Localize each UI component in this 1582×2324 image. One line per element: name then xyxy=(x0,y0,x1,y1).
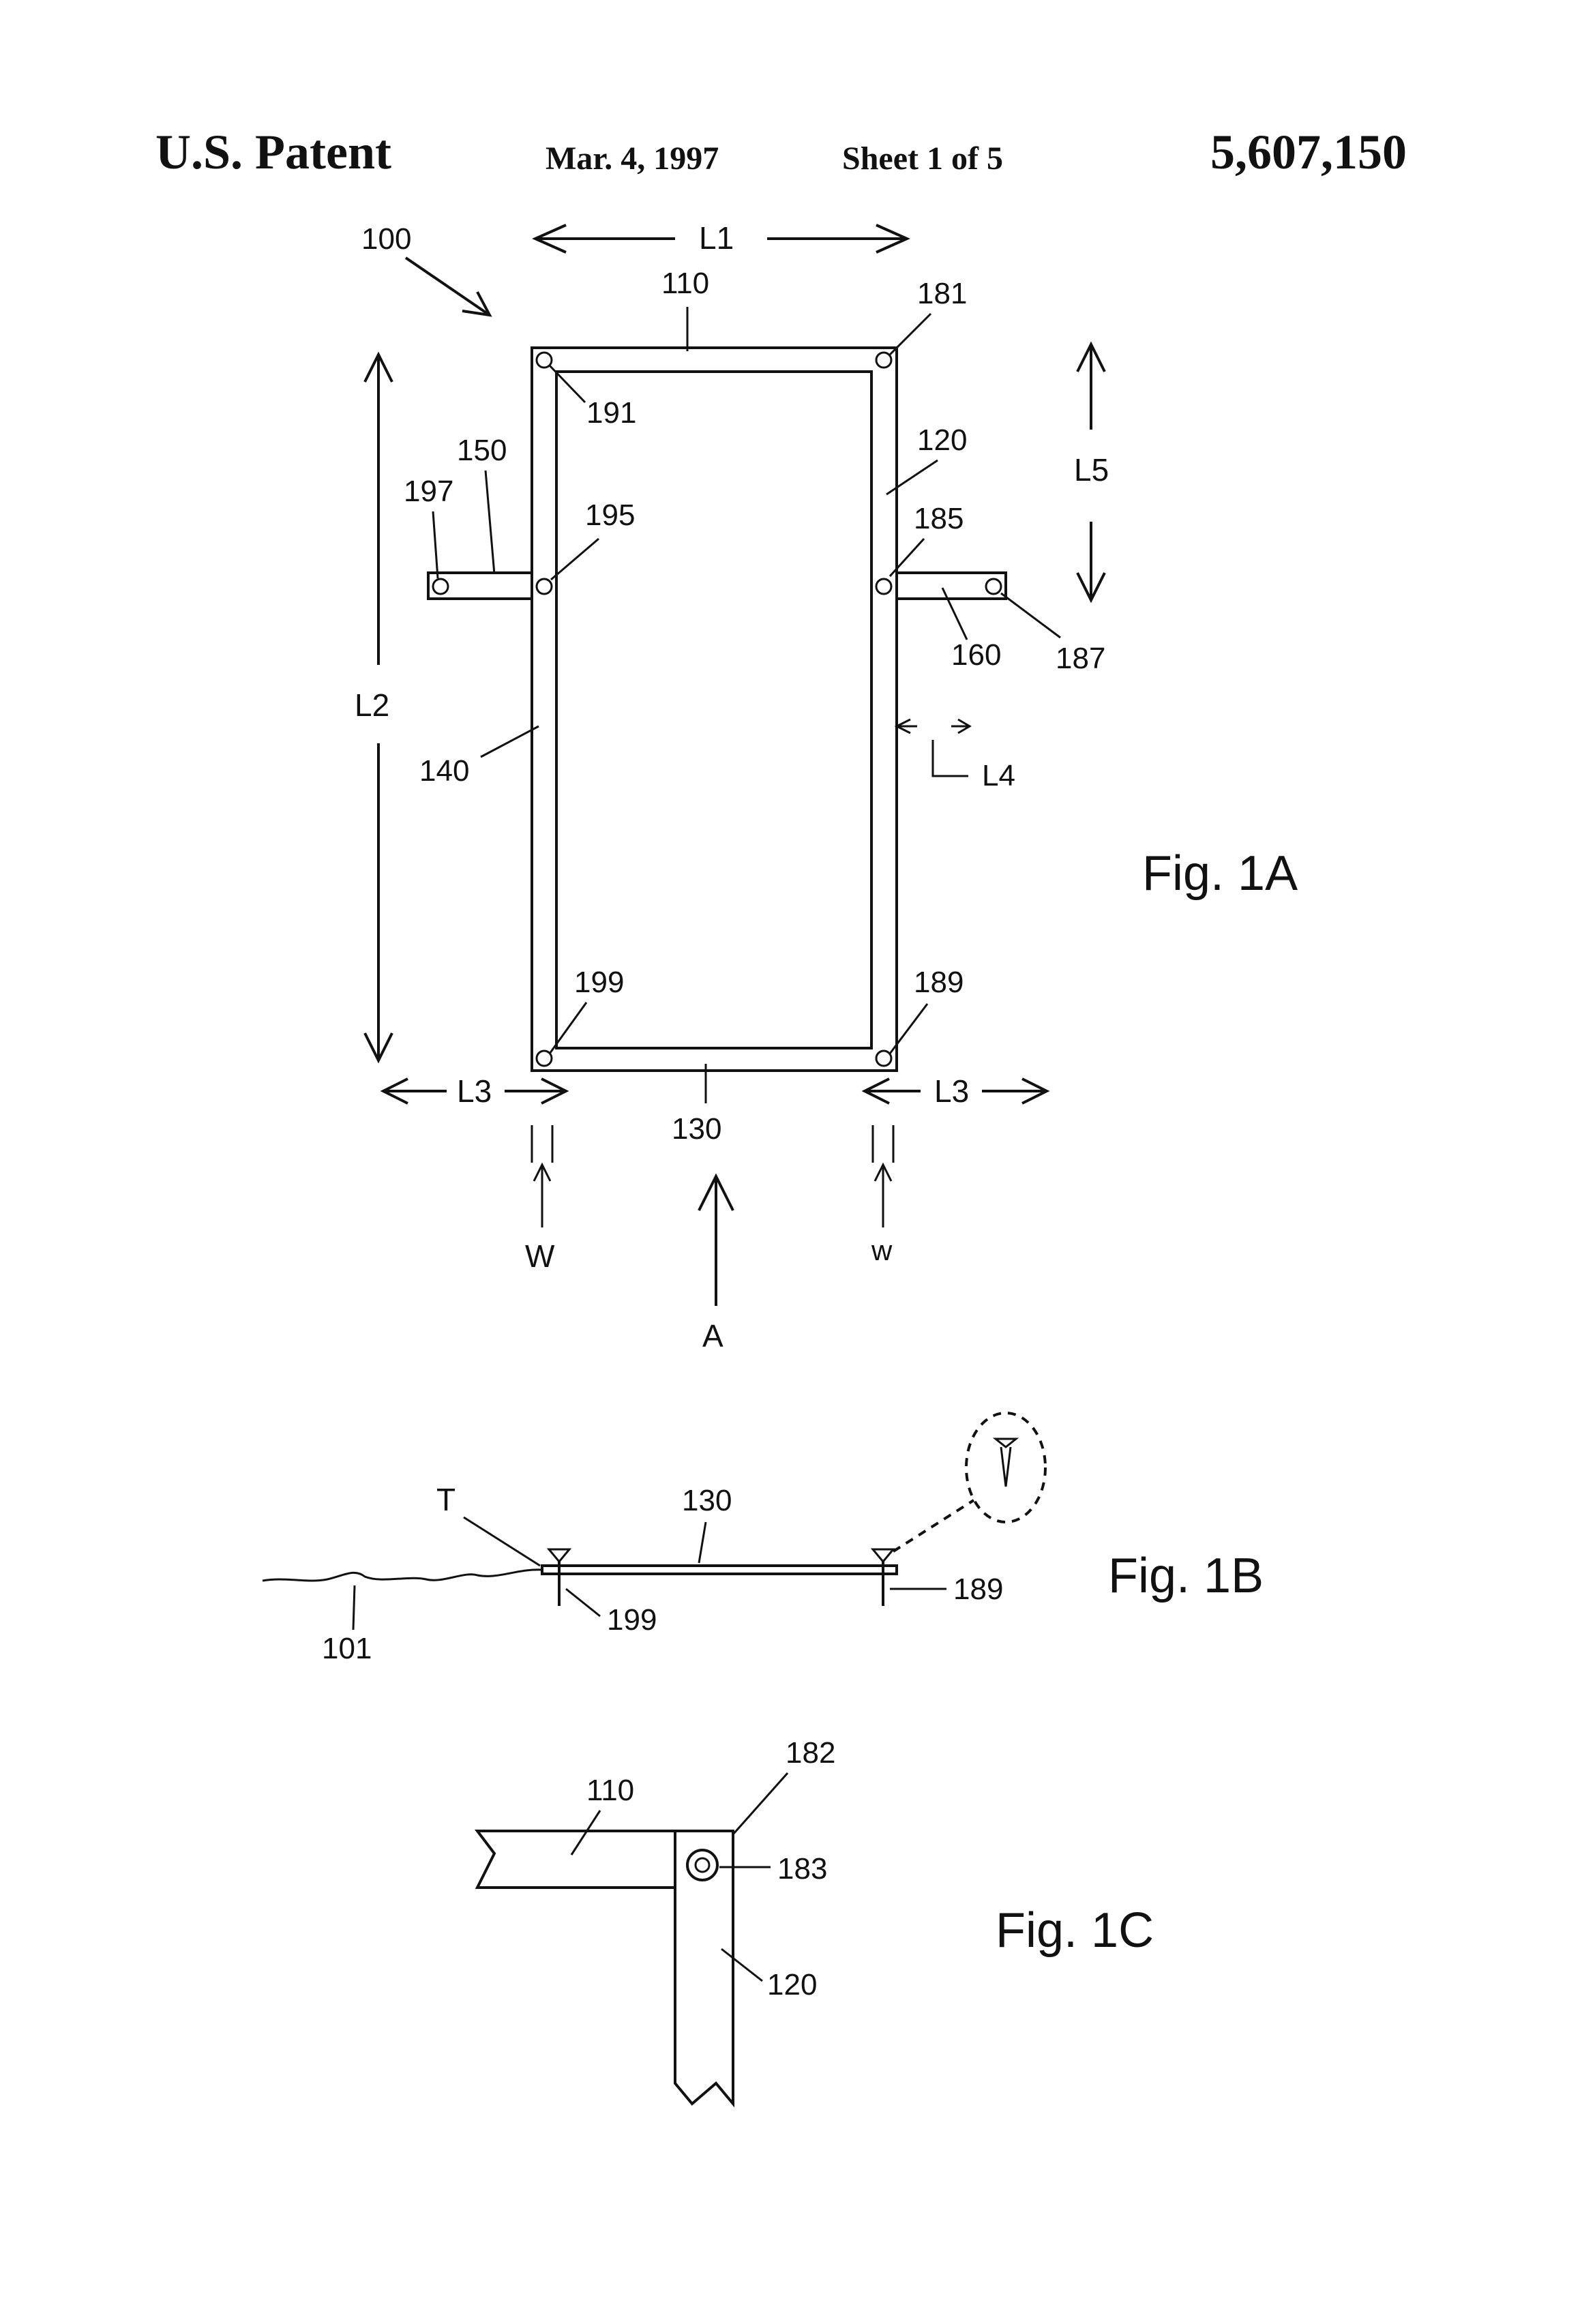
label-181: 181 xyxy=(917,277,967,310)
label-199-1b: 199 xyxy=(607,1603,657,1637)
fig-1c-caption: Fig. 1C xyxy=(996,1903,1154,1958)
label-l5: L5 xyxy=(1074,452,1109,488)
label-w-left: W xyxy=(525,1238,555,1274)
fig-1a: L1 100 110 181 191 120 L5 150 197 195 xyxy=(355,220,1298,1354)
connector-185 xyxy=(875,578,893,595)
connector-189 xyxy=(875,1049,893,1067)
label-w-right: w xyxy=(871,1234,893,1266)
pin-183-outer xyxy=(686,1849,719,1881)
label-197: 197 xyxy=(404,475,453,508)
label-195: 195 xyxy=(585,498,635,532)
label-185: 185 xyxy=(914,502,964,535)
label-100: 100 xyxy=(361,222,411,256)
fig-1b-caption: Fig. 1B xyxy=(1108,1549,1264,1603)
label-187: 187 xyxy=(1056,642,1105,675)
label-189-1b: 189 xyxy=(953,1573,1003,1606)
dimension-l3-right xyxy=(861,1077,1050,1105)
dimension-l2 xyxy=(363,351,393,1064)
label-189: 189 xyxy=(914,966,964,999)
label-l4: L4 xyxy=(982,759,1015,792)
connector-191 xyxy=(535,351,553,369)
view-arrow-a xyxy=(698,1173,734,1306)
label-110: 110 xyxy=(661,267,709,300)
label-182: 182 xyxy=(786,1736,835,1770)
dimension-l4 xyxy=(894,718,972,777)
connector-197 xyxy=(432,578,449,595)
label-110-1c: 110 xyxy=(586,1774,634,1807)
label-a: A xyxy=(702,1318,723,1354)
connector-195 xyxy=(535,578,553,595)
fig-1a-caption: Fig. 1A xyxy=(1142,846,1298,901)
dimension-l1 xyxy=(532,224,910,254)
dimension-w-right xyxy=(871,1125,895,1227)
label-l3-right: L3 xyxy=(934,1073,969,1109)
label-120-1c: 120 xyxy=(767,1968,817,2001)
connector-181 xyxy=(875,351,893,369)
detail-stake-head xyxy=(992,1437,1019,1448)
member-110 xyxy=(474,1830,675,1889)
label-l1: L1 xyxy=(699,220,734,256)
detail-leader xyxy=(892,1499,975,1553)
label-160: 160 xyxy=(951,638,1001,672)
connector-199 xyxy=(535,1049,553,1067)
label-130: 130 xyxy=(672,1112,721,1146)
label-t: T xyxy=(436,1482,456,1517)
dimension-l5 xyxy=(1076,341,1106,604)
connector-holes xyxy=(432,351,1002,1067)
dimension-l3-left xyxy=(380,1077,569,1105)
fig-1b: T 130 101 199 189 Fig. 1B xyxy=(262,1412,1264,1665)
board-130 xyxy=(541,1564,898,1575)
label-l2: L2 xyxy=(355,687,389,723)
dimension-w-left xyxy=(531,1125,554,1227)
label-130-1b: 130 xyxy=(682,1484,732,1517)
connector-187 xyxy=(985,578,1002,595)
ground-line xyxy=(262,1568,543,1582)
patent-title: U.S. Patent xyxy=(155,125,391,179)
fig-1c: 110 182 183 120 Fig. 1C xyxy=(474,1736,1154,2108)
label-120: 120 xyxy=(917,423,967,457)
patent-date: Mar. 4, 1997 xyxy=(546,140,719,177)
label-l3-left: L3 xyxy=(457,1073,492,1109)
label-140: 140 xyxy=(419,754,469,788)
label-101: 101 xyxy=(322,1632,372,1665)
left-arm xyxy=(427,571,533,600)
detail-ellipse xyxy=(965,1412,1047,1523)
member-120 xyxy=(674,1830,734,2108)
right-arm xyxy=(895,571,1007,600)
patent-number: 5,607,150 xyxy=(1210,125,1407,179)
sheet-number: Sheet 1 of 5 xyxy=(842,140,1003,177)
label-183: 183 xyxy=(777,1852,827,1886)
frame-opening xyxy=(555,370,873,1049)
detail-stake xyxy=(1000,1446,1012,1487)
pin-183-inner xyxy=(694,1857,711,1873)
frame-outline xyxy=(531,346,898,1072)
label-150: 150 xyxy=(457,434,507,467)
stake-head-left xyxy=(546,1548,572,1564)
stake-head-right xyxy=(870,1548,896,1564)
label-199: 199 xyxy=(574,966,624,999)
label-191: 191 xyxy=(586,396,636,430)
